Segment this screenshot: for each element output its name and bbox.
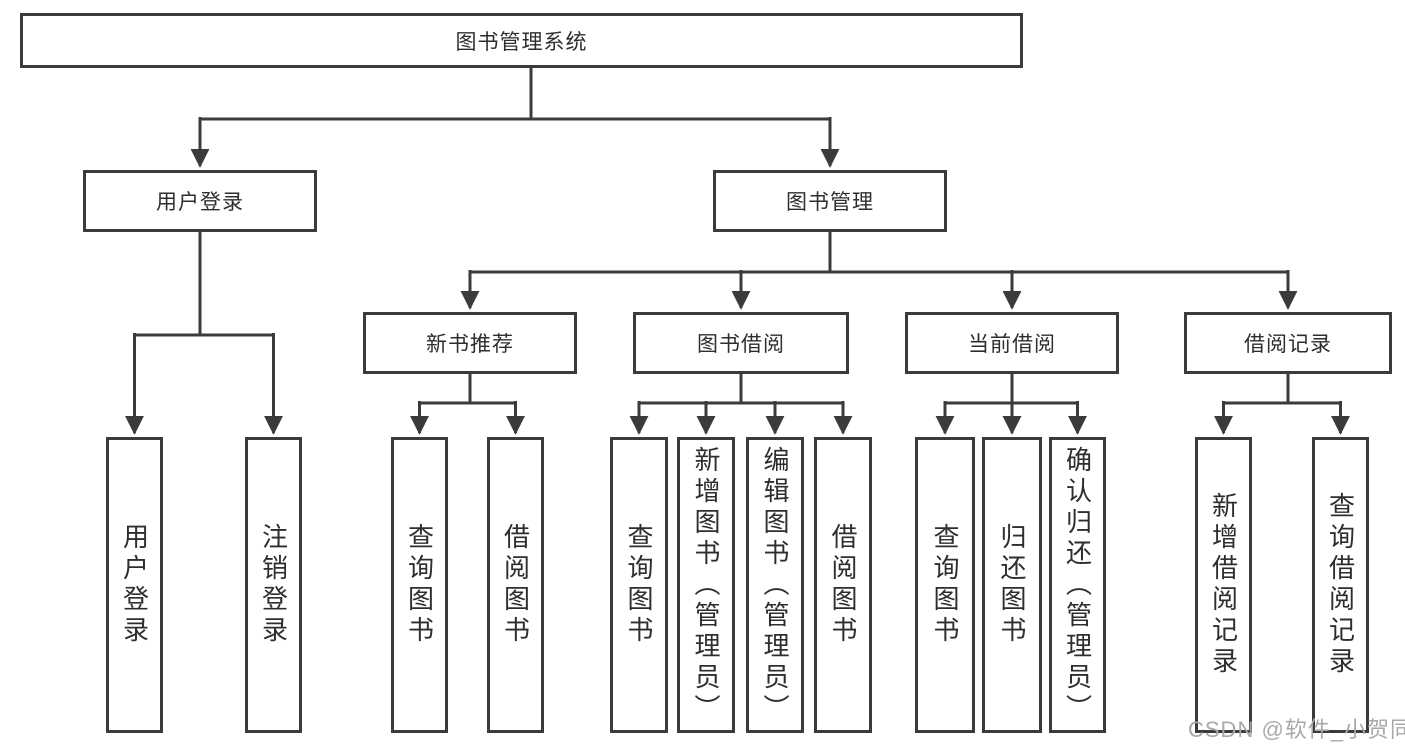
leaf-label: 借阅图书 bbox=[500, 523, 531, 647]
leaf-logout: 注销登录 bbox=[245, 437, 302, 733]
leaf-label: 归还图书 bbox=[997, 523, 1027, 647]
leaf-recommend-borrow-books: 借阅图书 bbox=[487, 437, 544, 733]
leaf-add-books-admin: 新增图书（管理员） bbox=[677, 437, 735, 733]
connector-book-borrow-branch bbox=[629, 373, 853, 435]
leaf-label: 注销登录 bbox=[258, 523, 289, 647]
leaf-label: 确认归还（管理员） bbox=[1062, 445, 1093, 725]
leaf-label: 借阅图书 bbox=[828, 523, 858, 647]
leaf-label: 查询图书 bbox=[930, 523, 960, 647]
leaf-label: 编辑图书（管理员） bbox=[760, 445, 790, 725]
leaf-add-borrow-record: 新增借阅记录 bbox=[1195, 437, 1252, 733]
leaf-borrow-query-books: 查询图书 bbox=[610, 437, 668, 733]
node-label: 图书管理系统 bbox=[455, 30, 588, 54]
leaf-borrow-books: 借阅图书 bbox=[814, 437, 872, 733]
node-label: 当前借阅 bbox=[968, 333, 1056, 356]
node-label: 用户登录 bbox=[156, 191, 244, 214]
node-library-management-system: 图书管理系统 bbox=[20, 13, 1023, 68]
connector-borrow-records-branch bbox=[1214, 373, 1350, 435]
node-label: 新书推荐 bbox=[426, 333, 514, 356]
node-borrowing-records: 借阅记录 bbox=[1184, 312, 1392, 374]
leaf-label: 查询图书 bbox=[624, 523, 654, 647]
leaf-user-login: 用户登录 bbox=[106, 437, 163, 733]
leaf-confirm-return-admin: 确认归还（管理员） bbox=[1049, 437, 1106, 733]
leaf-edit-books-admin: 编辑图书（管理员） bbox=[746, 437, 804, 733]
connector-root-to-level2 bbox=[190, 67, 840, 168]
leaf-recommend-query-books: 查询图书 bbox=[391, 437, 448, 733]
node-new-book-recommendation: 新书推荐 bbox=[363, 312, 577, 374]
node-label: 图书管理 bbox=[786, 191, 874, 214]
csdn-watermark: CSDN @软件_小贺同学 bbox=[1188, 717, 1405, 742]
node-user-login: 用户登录 bbox=[83, 170, 317, 232]
leaf-label: 新增借阅记录 bbox=[1208, 492, 1239, 678]
leaf-return-books: 归还图书 bbox=[982, 437, 1042, 733]
connector-current-borrow-branch bbox=[935, 373, 1087, 435]
node-label: 图书借阅 bbox=[697, 333, 785, 356]
leaf-label: 新增图书（管理员） bbox=[691, 445, 721, 725]
connector-user-login-branch bbox=[125, 231, 283, 435]
node-label: 借阅记录 bbox=[1244, 333, 1332, 356]
connector-new-book-branch bbox=[410, 373, 525, 435]
node-current-borrowing: 当前借阅 bbox=[905, 312, 1119, 374]
leaf-label: 用户登录 bbox=[119, 523, 150, 647]
leaf-current-query-books: 查询图书 bbox=[915, 437, 975, 733]
leaf-query-borrow-record: 查询借阅记录 bbox=[1312, 437, 1369, 733]
node-book-management: 图书管理 bbox=[713, 170, 947, 232]
leaf-label: 查询图书 bbox=[404, 523, 435, 647]
node-book-borrowing: 图书借阅 bbox=[633, 312, 849, 374]
leaf-label: 查询借阅记录 bbox=[1325, 492, 1356, 678]
connector-book-management-branch bbox=[460, 231, 1298, 310]
